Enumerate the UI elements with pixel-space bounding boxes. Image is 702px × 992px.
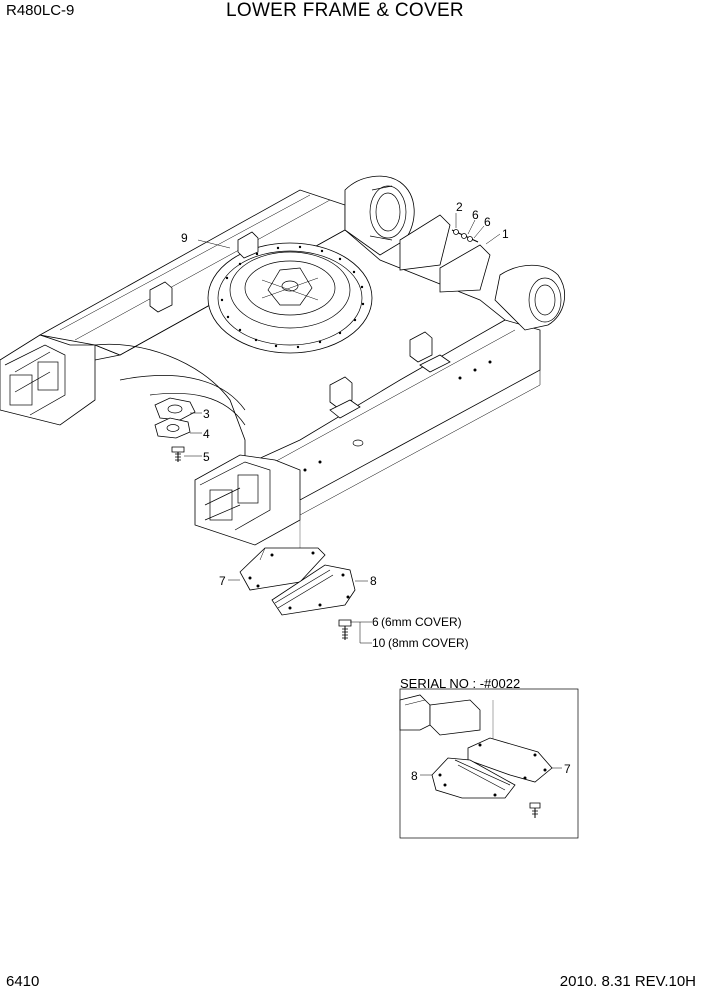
page-title: LOWER FRAME & COVER [226,0,464,21]
parts-3-4-5 [154,397,202,462]
callout-2: 2 [456,200,463,214]
lower-frame [0,175,565,546]
callout-6-upper-a: 6 [472,208,479,222]
ring-bolt-holes [220,245,365,349]
serial-number-label: SERIAL NO : -#0022 [400,676,521,691]
callout-3: 3 [203,407,210,421]
callout-6-lower: 6 [372,615,379,629]
callout-5: 5 [203,450,210,464]
callout-10: 10 [372,636,386,650]
callout-8-inset: 8 [411,769,418,783]
callout-7: 7 [219,574,226,588]
note-8mm-cover: (8mm COVER) [388,636,469,650]
note-6mm-cover: (6mm COVER) [381,615,462,629]
callout-4: 4 [203,427,210,441]
callout-labels: 9 2 6 6 1 3 4 5 7 8 6 (6mm COVER) 10 (8m… [181,200,571,783]
revision-date: 2010. 8.31 REV.10H [559,973,696,990]
callout-7-inset: 7 [564,762,571,776]
callout-1: 1 [502,227,509,241]
callout-6-upper-b: 6 [484,215,491,229]
serial-inset [399,688,579,839]
cover-plates-main [228,547,372,644]
model-number: R480LC-9 [6,2,75,19]
callout-8: 8 [370,574,377,588]
callout-9: 9 [181,231,188,245]
parts-2-6-upper [451,213,501,245]
page-number: 6410 [6,973,40,990]
